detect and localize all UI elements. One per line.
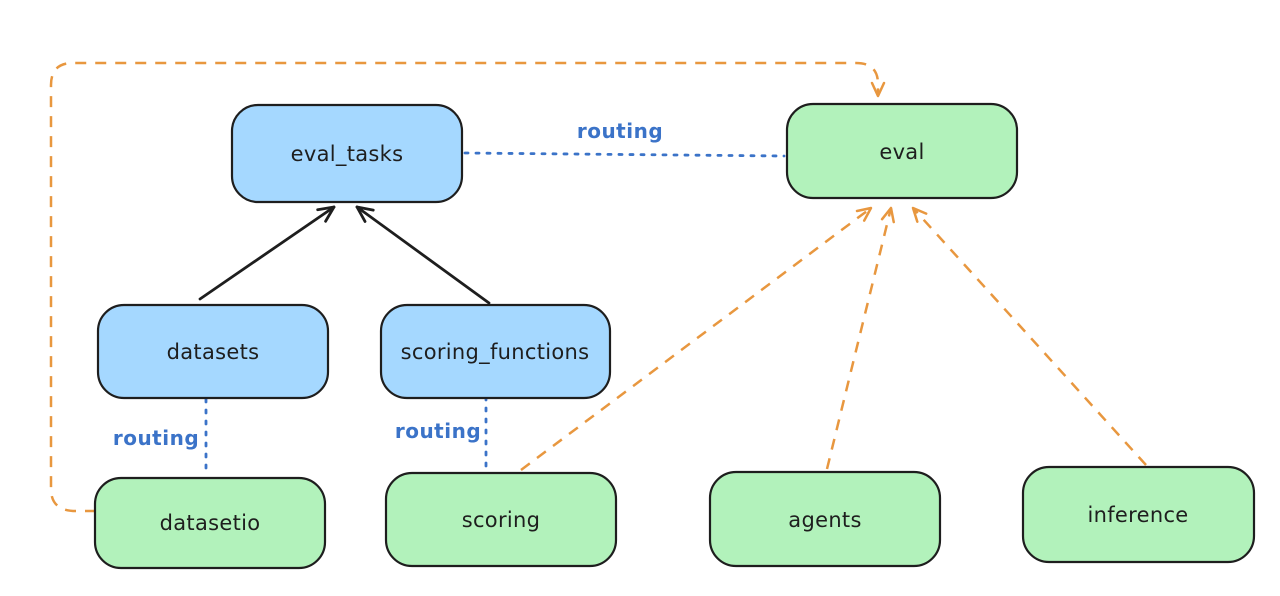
node-inference-label: inference <box>1087 503 1188 527</box>
node-inference: inference <box>1021 465 1256 564</box>
node-datasetio-shape <box>93 476 327 570</box>
node-eval-label: eval <box>879 140 924 164</box>
node-agents-shape <box>708 470 942 568</box>
edge-label-routing-top: routing <box>577 119 663 143</box>
node-inference-shape <box>1021 465 1256 564</box>
edge-scoring-functions-to-eval-tasks-arrow <box>355 205 491 305</box>
node-scoring: scoring <box>384 471 618 568</box>
node-eval-shape <box>785 102 1019 200</box>
edge-inference-to-eval-dashed <box>911 206 1147 466</box>
node-datasetio-label: datasetio <box>160 511 261 535</box>
edge-eval-tasks-to-eval-routing-dotted <box>463 151 786 158</box>
node-datasets: datasets <box>96 303 330 400</box>
node-scoring-label: scoring <box>462 508 541 532</box>
edge-agents-to-eval-dashed <box>825 206 895 470</box>
node-datasetio: datasetio <box>93 476 327 570</box>
node-eval-tasks: eval_tasks <box>230 103 464 204</box>
node-eval: eval <box>785 102 1019 200</box>
edge-label-routing-datasetio: routing <box>113 426 199 450</box>
node-scoring-functions-label: scoring_functions <box>401 340 590 365</box>
node-scoring-functions: scoring_functions <box>379 303 612 400</box>
node-scoring-functions-shape <box>379 303 612 400</box>
edge-datasets-to-eval-tasks-arrow <box>198 205 336 301</box>
node-agents-label: agents <box>788 508 861 532</box>
edge-label-routing-scoring: routing <box>395 419 481 443</box>
node-eval-tasks-shape <box>230 103 464 204</box>
node-eval-tasks-label: eval_tasks <box>291 142 404 167</box>
edge-scoring-to-eval-dashed <box>520 206 873 472</box>
node-datasets-shape <box>96 303 330 400</box>
node-datasets-label: datasets <box>167 340 260 364</box>
node-scoring-shape <box>384 471 618 568</box>
node-agents: agents <box>708 470 942 568</box>
